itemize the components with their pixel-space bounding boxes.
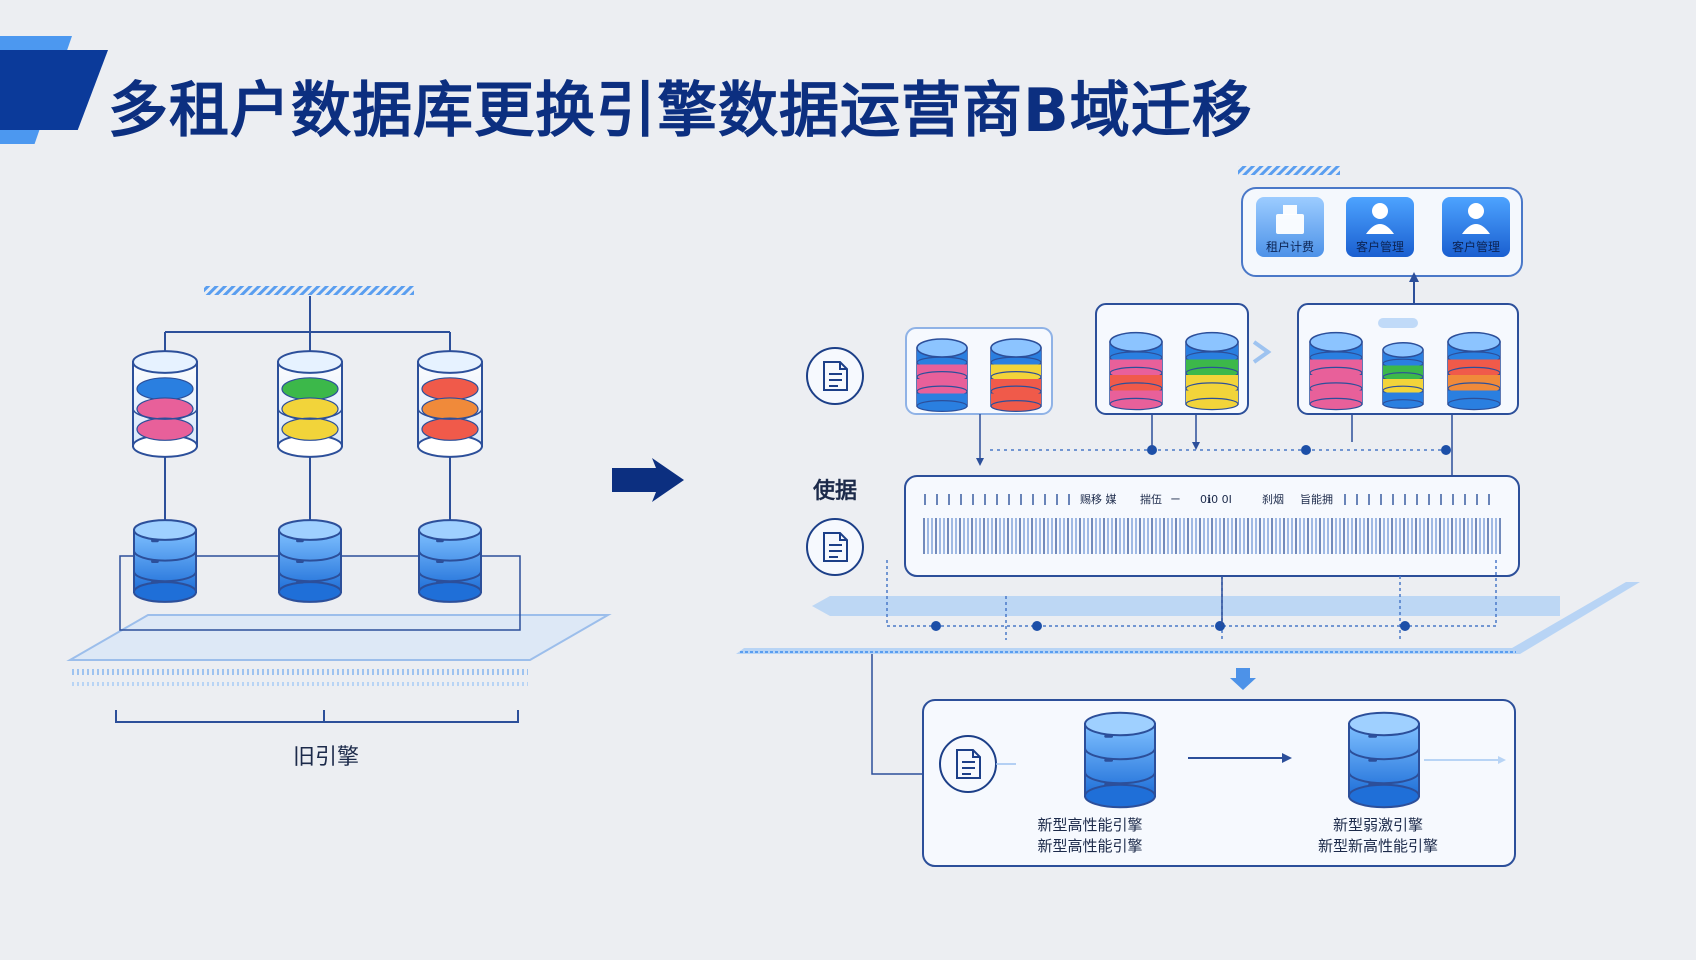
connector-lines — [979, 414, 1453, 478]
tenant-database-icon — [417, 350, 483, 458]
platform — [66, 614, 612, 661]
stream-label: 使据 — [812, 479, 857, 504]
document-icon — [939, 735, 997, 793]
service-label: 客户管理 — [1452, 239, 1500, 254]
stream-label: 赐移 媒 — [1080, 493, 1117, 506]
old-engine-label: 旧引擎 — [293, 745, 359, 770]
database-icon — [418, 519, 482, 603]
stream-ticks — [924, 494, 1490, 505]
old-engine-group: 旧引擎 — [66, 286, 612, 770]
new-engine-label: 新型高性能引擎 — [1037, 816, 1142, 834]
service-label: 租户计费 — [1266, 239, 1314, 254]
document-icon — [806, 347, 864, 405]
arrow-down-icon — [1230, 668, 1256, 690]
database-icon — [133, 519, 197, 603]
new-engine-label: 新型新高性能引擎 — [1318, 837, 1438, 855]
flow-chevron-icon — [1252, 340, 1272, 364]
service-tile-tenant-billing[interactable]: 租户计费 — [1256, 197, 1324, 257]
tenant-database-icon — [1185, 331, 1239, 411]
new-engine-label: 新型弱激引擎 — [1333, 816, 1423, 834]
hatch-decoration — [1238, 166, 1340, 175]
arrow-up-icon — [1409, 272, 1419, 282]
stream-label: 刹烟 — [1262, 492, 1284, 506]
tenant-database-icon — [1447, 331, 1501, 411]
tenant-database-icon — [277, 350, 343, 458]
glow-decoration — [1378, 318, 1418, 328]
service-tile-customer-management[interactable]: 客户管理 — [1346, 197, 1414, 257]
service-tile-customer-management-2[interactable]: 客户管理 — [1442, 197, 1510, 257]
database-icon — [278, 519, 342, 603]
database-icon — [1348, 711, 1420, 809]
tenant-database-icon — [1309, 331, 1363, 411]
connector-lines — [871, 654, 922, 775]
connector-lines — [164, 296, 451, 362]
migration-arrow-icon — [612, 458, 684, 502]
arrow-down-icon — [1192, 442, 1200, 450]
arrow-down-icon — [976, 458, 984, 466]
stream-label: ㄧ — [1170, 493, 1181, 506]
new-engine-group: 租户计费 客户管理 客户管理 — [736, 166, 1640, 867]
database-icons — [132, 331, 1501, 809]
page-title: 多租户数据库更换引擎数据运营商B域迁移 — [108, 76, 1253, 146]
stream-label: 揣伍 — [1140, 492, 1162, 506]
user-icon — [1462, 203, 1490, 234]
connector-lines — [164, 446, 451, 528]
new-engine-label: 新型高性能引擎 — [1037, 837, 1142, 855]
flow-band — [812, 596, 1560, 616]
database-icon — [1084, 711, 1156, 809]
tenant-database-icon — [990, 338, 1042, 413]
tenant-billing-icon — [1276, 205, 1304, 234]
document-icon — [806, 518, 864, 576]
tenant-database-icon — [916, 338, 968, 413]
hatch-decoration — [204, 286, 414, 295]
platform-edge — [736, 582, 1640, 654]
user-icon — [1366, 203, 1394, 234]
arrow-right-icon — [1498, 756, 1506, 764]
arrow-right-icon — [1282, 753, 1292, 763]
tenant-database-icon — [132, 350, 198, 458]
service-label: 客户管理 — [1356, 239, 1404, 254]
stream-barcode — [923, 518, 1501, 554]
tenant-database-icon — [1382, 342, 1424, 409]
stream-label: 旨能拥 — [1300, 492, 1333, 506]
tenant-database-icon — [1109, 331, 1163, 411]
stream-label: 0ℹ0 0Ⅰ — [1200, 493, 1232, 506]
old-engine-bracket — [115, 710, 519, 723]
